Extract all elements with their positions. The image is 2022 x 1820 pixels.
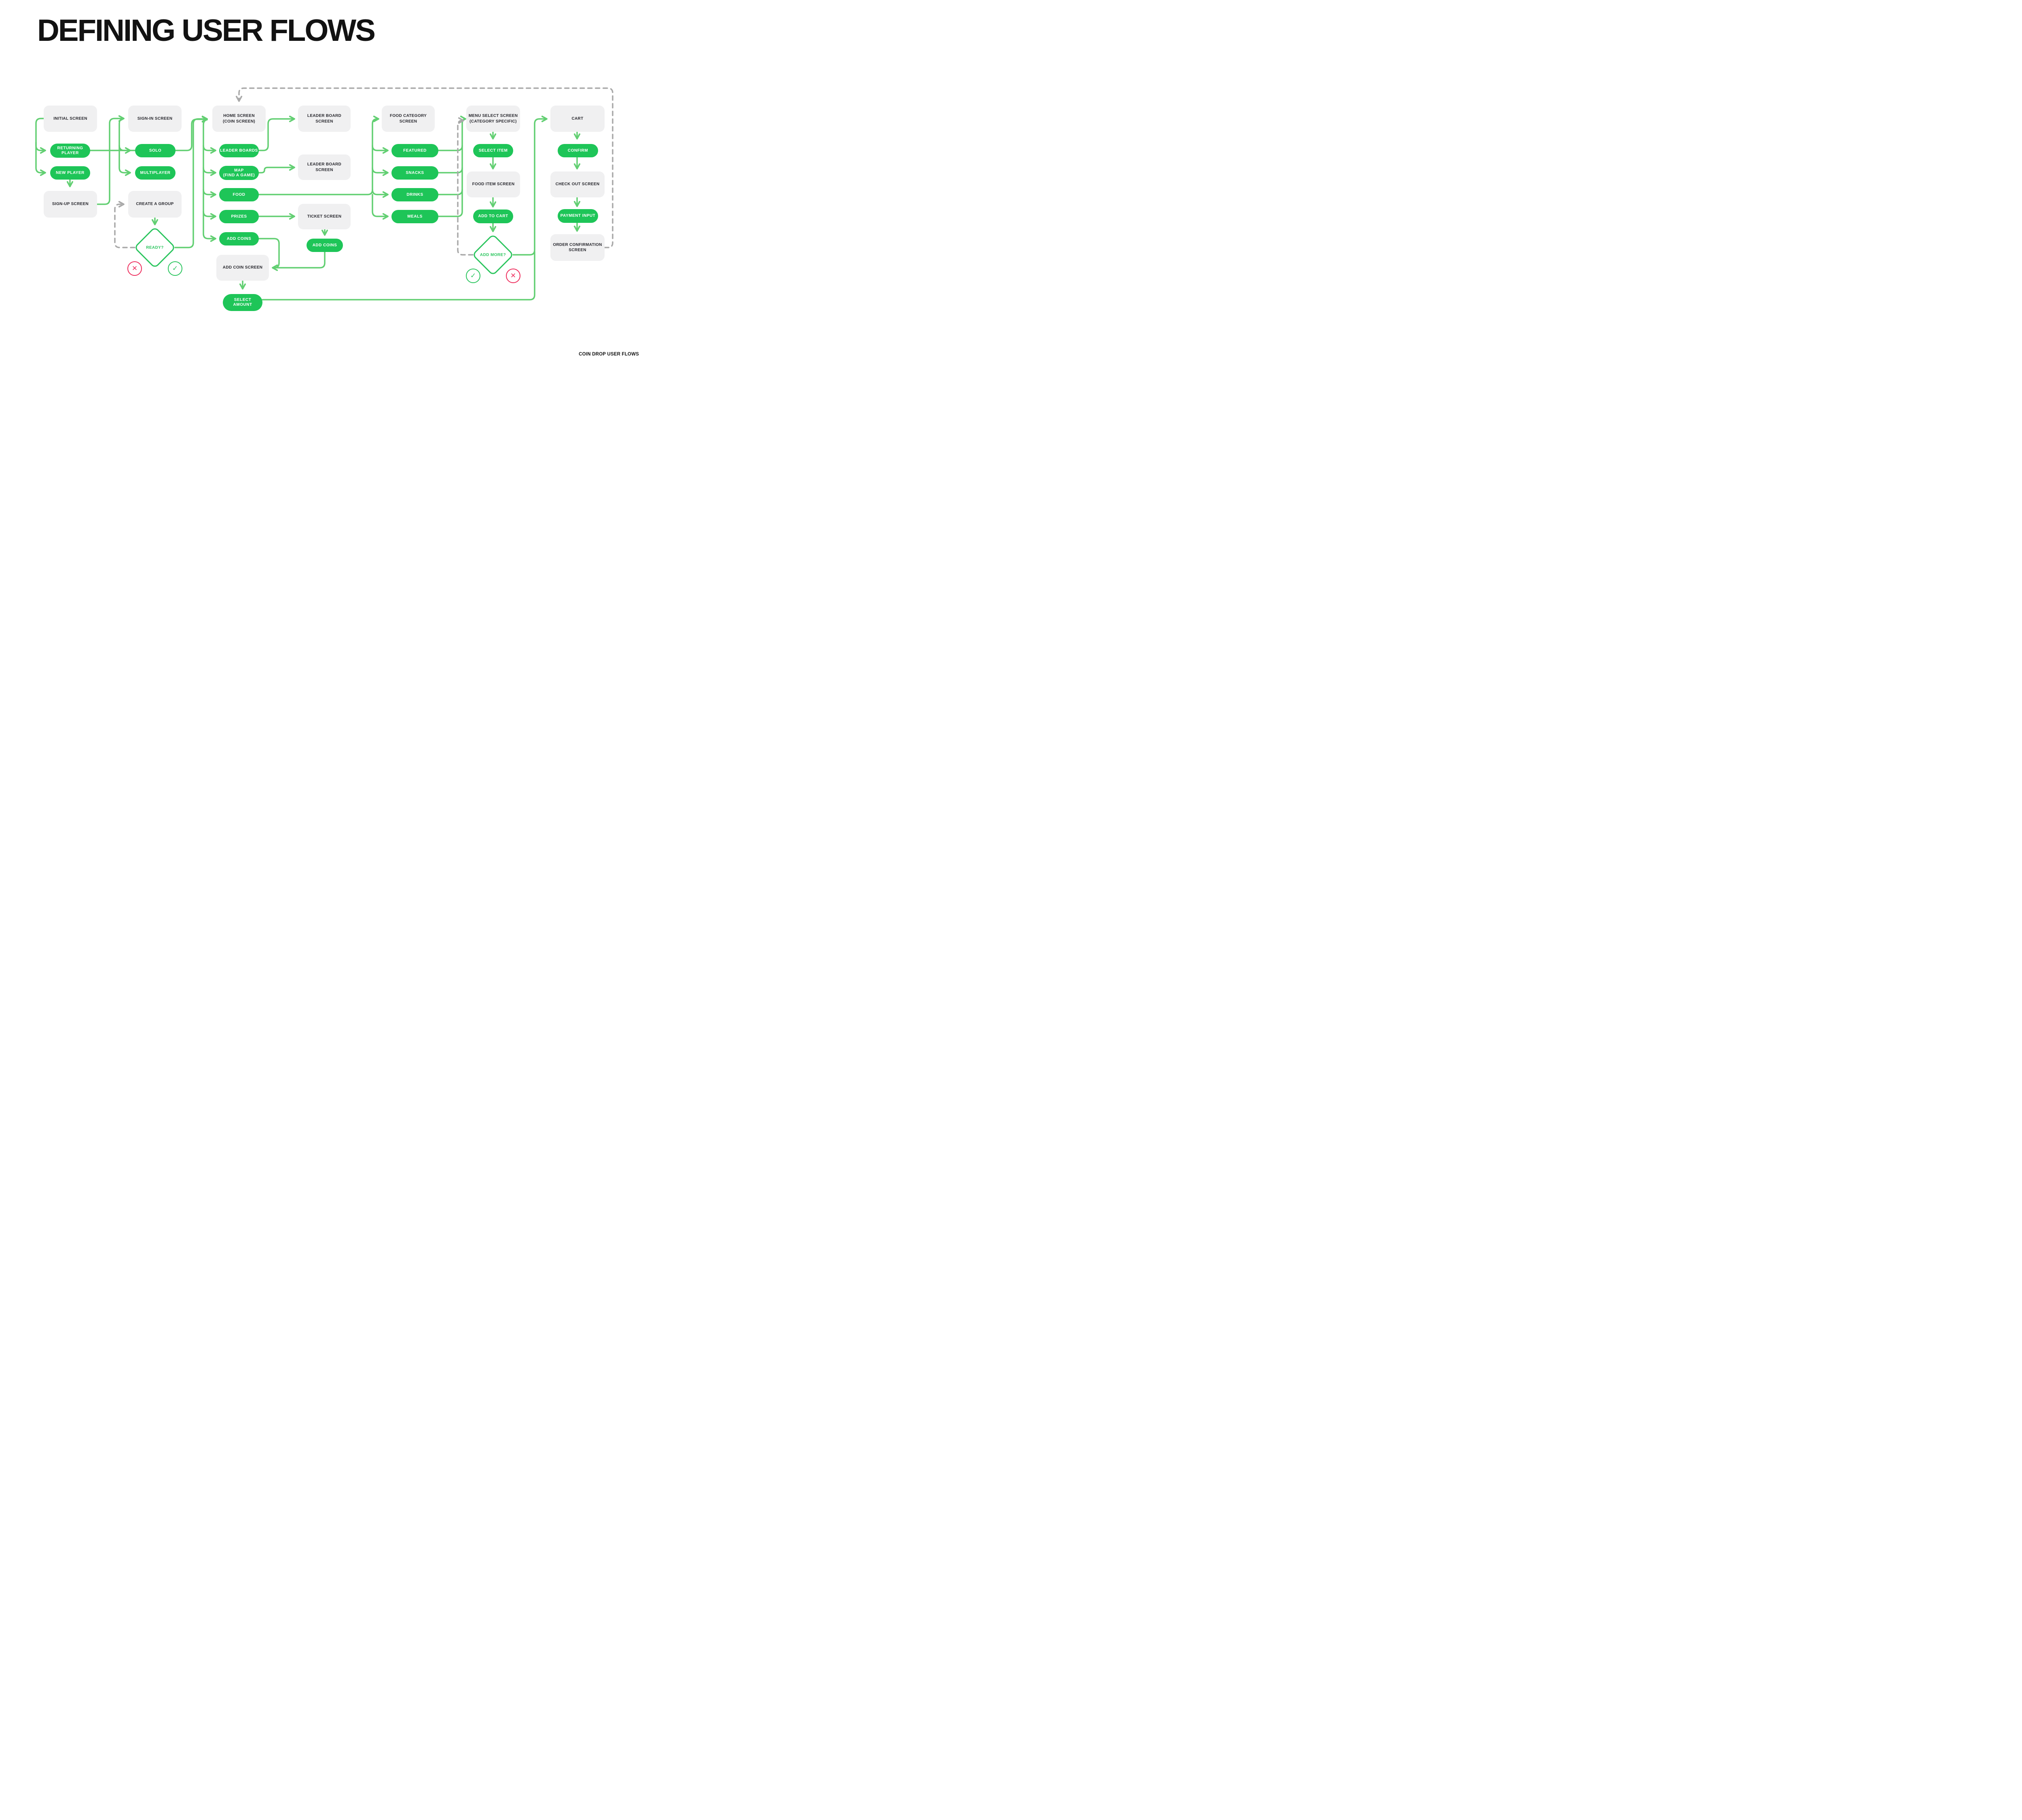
node-home-screen: HOME SCREEN (COIN SCREEN) (212, 106, 266, 132)
edge-snacks-join (438, 167, 463, 174)
check-icon: ✓ (470, 272, 476, 279)
node-food: FOOD (219, 188, 259, 201)
node-add-coin-screen: ADD COIN SCREEN (216, 255, 269, 281)
ready-diamond (135, 228, 174, 267)
edge-foodcategory-featured (372, 145, 389, 154)
edge-initial-new (35, 142, 46, 176)
node-meals: MEALS (391, 210, 438, 223)
node-ticket-screen: TICKET SCREEN (298, 204, 351, 229)
edge-drinks-join (438, 189, 463, 195)
cross-icon: ✕ (131, 265, 138, 272)
add-more-diamond (474, 235, 512, 274)
edge-home-food (203, 189, 216, 198)
edge-food-foodcategory (258, 115, 379, 195)
page-title: DEFINING USER FLOWS (37, 13, 376, 48)
edge-addmore-cart (512, 115, 548, 256)
node-map-find-a-game: MAP (FIND A GAME) (219, 166, 259, 180)
node-create-a-group: CREATE A GROUP (128, 191, 182, 218)
node-sign-in-screen: SIGN-IN SCREEN (128, 106, 182, 132)
user-flow-diagram: DEFINING USER FLOWS (0, 0, 647, 364)
node-new-player: NEW PLAYER (50, 166, 90, 180)
node-menu-select-screen: MENU SELECT SCREEN (CATEGORY SPECIFIC) (466, 106, 520, 132)
node-prizes: PRIZES (219, 210, 259, 223)
node-leader-board-screen-1: LEADER BOARD SCREEN (298, 106, 351, 132)
dashed-ready-creategroup (114, 201, 135, 248)
node-snacks: SNACKS (391, 166, 438, 180)
node-featured: FEATURED (391, 144, 438, 157)
edge-signin-multiplayer (118, 118, 131, 176)
add-more-decision-label: ADD MORE? (480, 252, 506, 257)
dashed-orderconf-home (235, 87, 613, 248)
node-order-confirmation-screen: ORDER CONFIRMATION SCREEN (550, 234, 605, 261)
dashed-addmore-menuselect (457, 117, 474, 256)
add-more-no-cross-icon: ✕ (506, 269, 520, 283)
edge-foodcategory-meals (372, 194, 389, 220)
add-more-yes-check-icon: ✓ (466, 269, 480, 283)
edge-map-lbscreen2 (258, 164, 295, 174)
node-add-coins-2: ADD COINS (307, 239, 343, 252)
node-confirm: CONFIRM (558, 144, 598, 157)
edge-featured-join (438, 145, 463, 151)
node-food-item-screen: FOOD ITEM SCREEN (467, 171, 520, 197)
node-sign-up-screen: SIGN-UP SCREEN (44, 191, 97, 218)
edge-foodcategory-snacks (372, 167, 389, 176)
edge-signup-signin (96, 115, 125, 205)
edge-foodcategory-drinks (372, 189, 389, 198)
edge-home-map (203, 167, 216, 176)
edge-initial-returning (35, 118, 46, 154)
node-solo: SOLO (135, 144, 176, 157)
node-payment-input: PAYMENT INPUT (558, 209, 598, 223)
edge-home-addcoins (203, 119, 216, 242)
node-add-coins-1: ADD COINS (219, 232, 259, 245)
edge-signin-solo (118, 145, 131, 154)
ready-no-cross-icon: ✕ (127, 261, 142, 276)
node-select-item: SELECT ITEM (473, 144, 513, 157)
edge-addcoins2-join (273, 251, 326, 269)
ready-yes-check-icon: ✓ (168, 261, 182, 276)
edge-home-leaderboards (203, 145, 216, 154)
node-returning-player: RETURNING PLAYER (50, 144, 90, 158)
node-multiplayer: MULTIPLAYER (135, 166, 176, 180)
node-initial-screen: INITIAL SCREEN (44, 106, 97, 132)
node-leader-boards: LEADER BOARDS (219, 144, 259, 157)
node-select-amount: SELECT AMOUNT (223, 294, 262, 311)
ready-decision-label: READY? (146, 245, 164, 250)
edge-selectamount-cartline (262, 251, 535, 301)
node-check-out-screen: CHECK OUT SCREEN (550, 171, 605, 197)
node-drinks: DRINKS (391, 188, 438, 201)
node-add-to-cart: ADD TO CART (473, 210, 513, 223)
edge-home-prizes (203, 211, 216, 220)
footer-label: COIN DROP USER FLOWS (579, 352, 639, 357)
node-cart-screen: CART (550, 106, 605, 132)
cross-icon: ✕ (510, 272, 516, 279)
node-food-category-screen: FOOD CATEGORY SCREEN (382, 106, 435, 132)
edge-leaderboards-lbscreen1 (258, 115, 295, 151)
edge-meals-menuselect (438, 115, 466, 217)
flow-connectors (35, 87, 613, 301)
edge-ready-home (174, 115, 208, 248)
check-icon: ✓ (172, 265, 178, 272)
node-leader-board-screen-2: LEADER BOARD SCREEN (298, 154, 351, 180)
